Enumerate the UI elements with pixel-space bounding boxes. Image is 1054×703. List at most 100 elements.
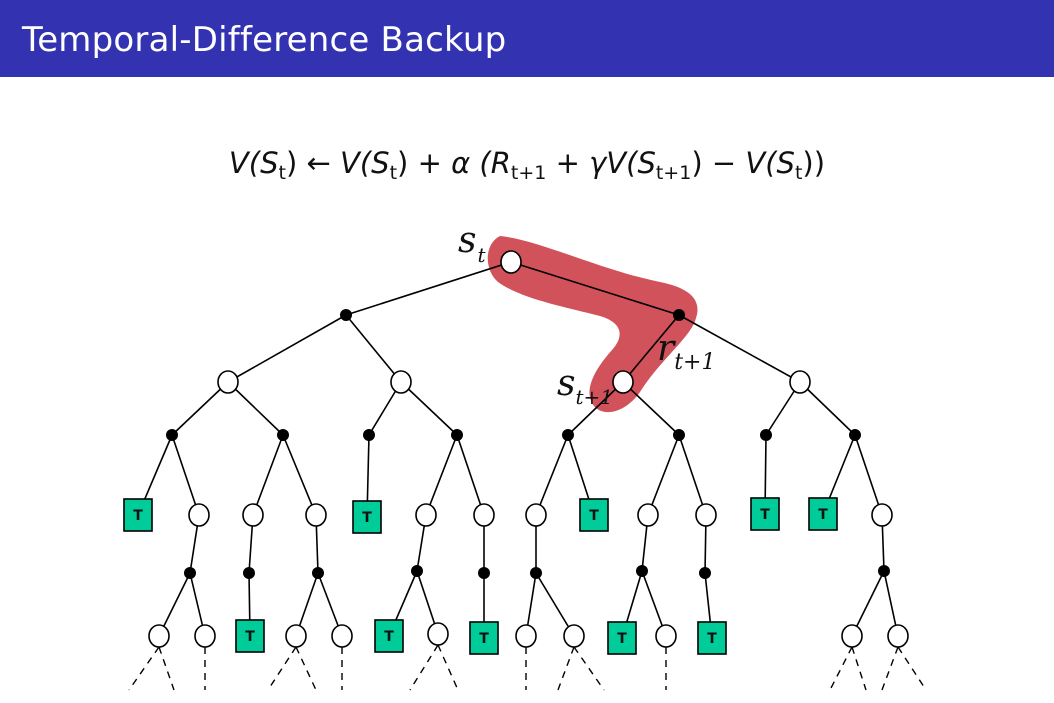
state-st-label: st [458,220,486,267]
state-node [285,624,307,648]
tree-edge [456,434,485,516]
tree-edge [567,381,624,436]
continuation-dash [409,644,439,691]
tree-edge [171,381,229,436]
state-node [789,370,811,394]
tree-edge [535,572,575,637]
tree-edge [345,314,402,383]
continuation-dash [295,646,317,691]
state-node [525,503,547,527]
continuation-dash [829,646,853,691]
state-node [612,370,634,394]
terminal-label: T [589,508,599,524]
state-node [305,503,327,527]
state-node [427,622,449,646]
state-st1-label: st+1 [557,363,613,409]
tree-edge [171,434,200,516]
slide-title: Temporal-Difference Backup [22,20,507,60]
action-node [312,567,324,579]
action-node [673,309,685,321]
action-node [562,429,574,441]
state-node [473,503,495,527]
state-node [148,624,170,648]
action-node [849,429,861,441]
terminal-node: T [579,498,609,532]
state-node [871,503,893,527]
action-node [243,567,255,579]
state-node [217,370,239,394]
terminal-node: T [123,498,153,532]
state-node [188,503,210,527]
tree-edge [535,434,569,516]
terminal-label: T [707,631,717,647]
action-node [277,429,289,441]
terminal-label: T [617,631,627,647]
action-node [673,429,685,441]
tree-edge [282,434,317,516]
state-node [390,370,412,394]
tree-edge [647,434,680,516]
tree-edge [854,434,883,516]
action-node [184,567,196,579]
continuation-dash [851,646,867,691]
state-node [695,503,717,527]
action-node [530,567,542,579]
td-backup-highlight [487,236,698,413]
tree-edge [400,381,458,436]
state-node [887,624,909,648]
continuation-dash [557,646,575,691]
terminal-node: T [374,619,404,653]
action-node [451,429,463,441]
terminal-node: T [697,621,727,655]
action-node [166,429,178,441]
terminal-node: T [469,621,499,655]
reward-label: rt+1 [657,328,716,375]
terminal-node: T [235,619,265,653]
tree-edge [678,434,707,516]
terminal-label: T [479,631,489,647]
continuation-dash [158,646,175,691]
tree-edge [227,381,284,436]
tree-edge [345,261,512,316]
action-node [340,309,352,321]
state-node [194,624,216,648]
terminal-label: T [818,507,828,523]
tree-edge [252,434,284,516]
action-node [411,565,423,577]
state-node [331,624,353,648]
state-node [841,624,863,648]
continuation-dash [128,646,160,691]
tree-edge [799,381,856,436]
terminal-node: T [607,621,637,655]
continuation-dash [437,644,459,691]
title-bar: Temporal-Difference Backup [0,0,1054,77]
terminal-node: T [808,497,838,531]
continuation-dash [897,646,927,691]
terminal-label: T [760,507,770,523]
continuation-dash [267,646,297,691]
tree-edge [425,434,458,516]
action-node [760,429,772,441]
terminal-label: T [384,629,394,645]
state-node [655,624,677,648]
terminal-label: T [362,510,372,526]
tree-edge [158,572,191,637]
state-node [637,503,659,527]
terminal-node: T [352,500,382,534]
state-node [242,503,264,527]
tree-edge [227,314,347,383]
terminal-label: T [133,508,143,524]
action-node [478,567,490,579]
state-node [500,250,522,274]
action-node [636,565,648,577]
action-node [878,565,890,577]
tree-edge [678,314,801,383]
tree-edge [851,570,885,637]
continuation-dash [573,646,605,691]
state-node [415,503,437,527]
td-update-formula: V(St) ← V(St) + α (Rt+1 + γV(St+1) − V(S… [228,146,826,184]
state-node [563,624,585,648]
terminal-node: T [750,497,780,531]
state-node [515,624,537,648]
